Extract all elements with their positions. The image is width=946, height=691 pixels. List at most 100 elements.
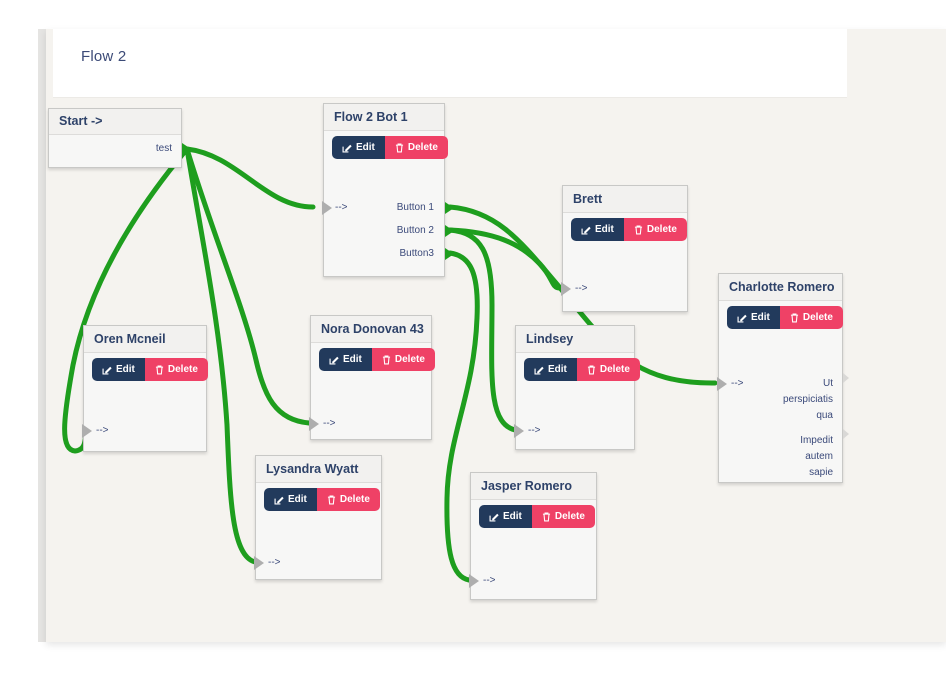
input-label: --> (323, 418, 336, 429)
input-label: --> (731, 378, 744, 389)
output-row-button2: Button 2 (396, 225, 434, 236)
trash-icon (382, 355, 390, 364)
connection-button3-to-jasper[interactable] (444, 250, 480, 583)
connection-start-to-oren[interactable] (62, 146, 190, 454)
pencil-square-icon (274, 496, 284, 504)
delete-button-label: Delete (339, 494, 370, 505)
gray-arrow-endpoint[interactable] (469, 574, 479, 588)
gray-stub-endpoint[interactable] (843, 373, 849, 383)
pencil-square-icon (342, 144, 352, 152)
edit-button[interactable]: Edit (264, 488, 317, 511)
pencil-square-icon (329, 356, 339, 364)
node-title: Oren Mcneil (84, 326, 206, 353)
connection-start-to-flow2bot1[interactable] (184, 146, 316, 210)
delete-button-label: Delete (646, 224, 677, 235)
pencil-square-icon (737, 314, 747, 322)
edit-button-label: Edit (595, 224, 614, 235)
node-title: Start -> (49, 109, 181, 135)
delete-button-label: Delete (599, 364, 630, 375)
gray-arrow-endpoint[interactable] (309, 417, 319, 431)
edit-button[interactable]: Edit (92, 358, 145, 381)
edit-button[interactable]: Edit (727, 306, 780, 329)
node-jasper[interactable]: Jasper Romero Edit Delete --> (469, 472, 597, 600)
edit-button-label: Edit (503, 511, 522, 522)
node-nora[interactable]: Nora Donovan 43 Edit Delete --> (309, 315, 435, 440)
green-arrow-endpoint[interactable] (445, 248, 454, 260)
left-scroll-strip[interactable] (38, 29, 46, 642)
delete-button[interactable]: Delete (623, 218, 687, 241)
gray-arrow-endpoint[interactable] (82, 424, 92, 438)
node-lysandra[interactable]: Lysandra Wyatt Edit Delete --> (254, 455, 382, 580)
delete-button[interactable]: Delete (779, 306, 843, 329)
pencil-square-icon (102, 366, 112, 374)
node-title: Flow 2 Bot 1 (324, 104, 444, 131)
node-title: Brett (563, 186, 687, 213)
edit-button[interactable]: Edit (332, 136, 385, 159)
edit-button-label: Edit (343, 354, 362, 365)
node-title: Charlotte Romero (719, 274, 842, 301)
input-label: --> (335, 202, 348, 213)
edit-button[interactable]: Edit (479, 505, 532, 528)
gray-arrow-endpoint[interactable] (322, 201, 332, 215)
node-title: Lysandra Wyatt (256, 456, 381, 483)
start-output-label: test (155, 143, 172, 154)
edit-button[interactable]: Edit (571, 218, 624, 241)
node-oren[interactable]: Oren Mcneil Edit Delete --> (82, 325, 208, 452)
connection-button2-to-brett[interactable] (447, 227, 562, 291)
node-title: Jasper Romero (471, 473, 596, 500)
trash-icon (155, 365, 163, 374)
delete-button-label: Delete (167, 364, 198, 375)
edit-button[interactable]: Edit (319, 348, 372, 371)
node-start[interactable]: Start -> test (48, 108, 191, 168)
output-row-button1: Button 1 (396, 202, 434, 213)
gray-arrow-endpoint[interactable] (254, 556, 264, 570)
delete-button[interactable]: Delete (316, 488, 380, 511)
output-row-button3: Button3 (399, 248, 434, 259)
gray-stub-endpoint[interactable] (843, 429, 849, 439)
connection-start-to-lysandra[interactable] (184, 146, 258, 565)
node-charlotte[interactable]: Charlotte Romero Edit Delete --> Ut pers… (717, 273, 849, 483)
connection-start-to-nora[interactable] (184, 146, 312, 426)
delete-button-label: Delete (394, 354, 425, 365)
pencil-square-icon (581, 226, 591, 234)
gray-arrow-endpoint[interactable] (514, 424, 524, 438)
edit-button-label: Edit (548, 364, 567, 375)
input-label: --> (528, 425, 541, 436)
node-title: Nora Donovan 43 (311, 316, 431, 343)
gray-arrow-endpoint[interactable] (561, 282, 571, 296)
green-arrow-endpoint[interactable] (445, 202, 454, 214)
output-row-impedit: Impedit autem sapie (800, 435, 833, 478)
delete-button[interactable]: Delete (371, 348, 435, 371)
gray-arrow-endpoint[interactable] (717, 377, 727, 391)
flow-header-bar: Flow 2 (53, 29, 847, 98)
input-label: --> (268, 557, 281, 568)
trash-icon (395, 143, 403, 152)
trash-icon (587, 365, 595, 374)
edit-button-label: Edit (116, 364, 135, 375)
page-title: Flow 2 (81, 48, 127, 65)
input-label: --> (96, 425, 109, 436)
edit-button-label: Edit (288, 494, 307, 505)
delete-button[interactable]: Delete (576, 358, 640, 381)
green-arrow-endpoint[interactable] (445, 225, 454, 237)
node-flow2bot1[interactable]: Flow 2 Bot 1 Edit Delete --> Button 1 Bu… (322, 103, 454, 277)
delete-button[interactable]: Delete (531, 505, 595, 528)
trash-icon (790, 313, 798, 322)
trash-icon (327, 495, 335, 504)
node-lindsey[interactable]: Lindsey Edit Delete --> (514, 325, 640, 450)
trash-icon (542, 512, 550, 521)
edit-button[interactable]: Edit (524, 358, 577, 381)
delete-button-label: Delete (407, 142, 438, 153)
node-title: Lindsey (516, 326, 634, 353)
green-arrow-endpoint[interactable] (182, 143, 191, 155)
edit-button-label: Edit (751, 312, 770, 323)
node-brett[interactable]: Brett Edit Delete --> (561, 185, 688, 312)
input-label: --> (483, 575, 496, 586)
connection-button2-to-lindsey[interactable] (447, 227, 518, 433)
delete-button[interactable]: Delete (144, 358, 208, 381)
trash-icon (634, 225, 642, 234)
delete-button[interactable]: Delete (384, 136, 448, 159)
input-label: --> (575, 283, 588, 294)
